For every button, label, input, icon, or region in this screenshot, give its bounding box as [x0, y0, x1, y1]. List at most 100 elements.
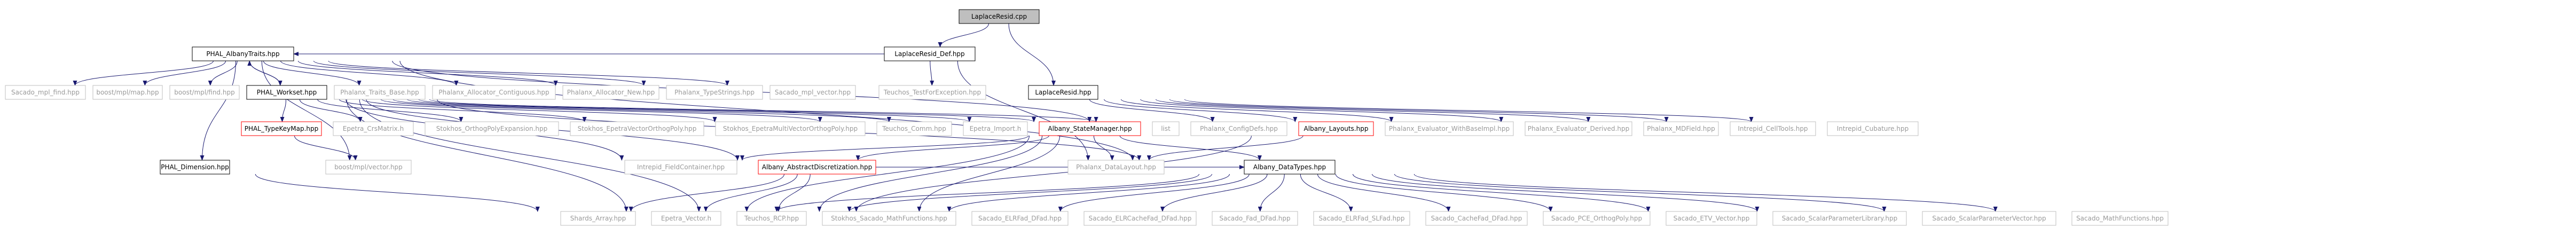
node-traits[interactable]: PHAL_AlbanyTraits.hpp — [192, 46, 294, 61]
edge-lap_hpp-to-phx_eval_derived — [1140, 99, 1503, 122]
node-box — [1190, 121, 1287, 136]
node-phx-configdefs: Phalanx_ConfigDefs.hpp — [1190, 121, 1287, 136]
node-phx-eval-base: Phalanx_Evaluator_WithBaseImpl.hpp — [1385, 121, 1514, 136]
edge-lap_cpp-to-lap_hpp — [1008, 23, 1056, 86]
node-epetra-vector: Epetra_Vector.h — [651, 211, 721, 226]
node-workset[interactable]: PHAL_Workset.hpp — [246, 85, 327, 100]
edge-datatypes-to-sacado_scalarvec — [1394, 174, 1887, 212]
edge-state-to-intrepid_fieldcontainer — [740, 135, 1029, 161]
node-label: Sacado_ScalarParameterLibrary.hpp — [1782, 215, 1897, 222]
node-label: PHAL_TypeKeyMap.hpp — [245, 125, 318, 132]
node-box — [1083, 211, 1197, 226]
edge-traits-to-sacado_mpl_vector — [328, 60, 729, 86]
edge-traits-to-phx_traits_base — [263, 60, 362, 86]
node-teuchos-comm: Teuchos_Comm.hpp — [876, 121, 952, 136]
node-label: Sacado_ETV_Vector.hpp — [1674, 215, 1750, 222]
edge-lap_def-to-phx_datalayout — [957, 60, 1090, 161]
node-label: LaplaceResid_Def.hpp — [894, 50, 964, 58]
edge-lap_hpp-to-layouts — [1104, 99, 1298, 122]
node-sacado-elrfad-dfad: Sacado_ELRFad_DFad.hpp — [971, 211, 1069, 226]
node-label: Phalanx_MDField.hpp — [1647, 125, 1715, 132]
edge-datatypes-to-teuchos_rcp — [847, 174, 1212, 212]
node-sacado-etv: Sacado_ETV_Vector.hpp — [1666, 211, 1757, 226]
node-box — [878, 85, 986, 100]
node-label: boost/mpl/map.hpp — [96, 89, 159, 96]
edge-traits-to-sacado_mpl_find — [73, 60, 214, 86]
edge-layouts-to-phx_datalayout — [1146, 135, 1303, 161]
node-boost-vector: boost/mpl/vector.hpp — [325, 160, 412, 175]
node-label: Phalanx_Allocator_New.hpp — [567, 89, 655, 96]
dependency-nodes: LaplaceResid.cppLaplaceResid_Def.hppLapl… — [5, 9, 2169, 226]
node-box — [562, 85, 659, 100]
node-dimension[interactable]: PHAL_Dimension.hpp — [160, 160, 230, 175]
edge-traits-to-phx_alloc_contig — [280, 60, 459, 86]
node-lap-cpp[interactable]: LaplaceResid.cpp — [959, 9, 1040, 24]
node-box — [334, 85, 426, 100]
edge-lap_hpp-to-phx_mdfield — [1156, 99, 1591, 122]
node-phx-eval-derived: Phalanx_Evaluator_Derived.hpp — [1525, 121, 1632, 136]
edge-lap_hpp-to-intrepid_cubature — [1184, 99, 1754, 122]
node-boost-find: boost/mpl/find.hpp — [169, 85, 240, 100]
node-box — [963, 121, 1028, 136]
edge-workset-to-list — [418, 99, 1036, 122]
node-box — [1244, 160, 1336, 175]
edge-abstract-to-shards — [629, 174, 784, 212]
node-label: Sacado_ELRFad_SLFad.hpp — [1319, 215, 1405, 222]
node-teuchos-test: Teuchos_TestForException.hpp — [878, 85, 986, 100]
edge-layouts-to-teuchos_rcp — [854, 135, 1252, 212]
edge-lap_cpp-to-lap_def — [938, 23, 989, 48]
node-box — [425, 121, 559, 136]
node-abstract[interactable]: Albany_AbstractDiscretization.hpp — [758, 160, 876, 175]
node-box — [1385, 121, 1514, 136]
node-shards: Shards_Array.hpp — [560, 211, 636, 226]
edge-traits-to-phx_typestrings — [313, 60, 646, 86]
node-boost-map: boost/mpl/map.hpp — [92, 85, 163, 100]
node-sacado-cachefad: Sacado_CacheFad_DFad.hpp — [1425, 211, 1528, 226]
node-stokhos-ortho: Stokhos_OrthogPolyExpansion.hpp — [425, 121, 559, 136]
node-layouts[interactable]: Albany_Layouts.hpp — [1298, 121, 1374, 136]
edge-datatypes-to-sacado_fad_dfad — [1258, 174, 1285, 212]
node-box — [1525, 121, 1632, 136]
node-label: Teuchos_Comm.hpp — [882, 125, 946, 132]
dependency-edges — [73, 23, 1998, 212]
edge-state-to-stokhos_mathfn — [917, 135, 1061, 212]
node-box — [769, 85, 856, 100]
node-label: Stokhos_EpetraVectorOrthogPoly.hpp — [578, 125, 697, 132]
node-label: Sacado_mpl_find.hpp — [11, 89, 80, 96]
node-intrepid-cubature: Intrepid_Cubature.hpp — [1827, 121, 1919, 136]
node-box — [1212, 211, 1298, 226]
node-phx-traits-base: Phalanx_Traits_Base.hpp — [334, 85, 426, 100]
node-stokhos-mathfn: Stokhos_Sacado_MathFunctions.hpp — [822, 211, 956, 226]
node-box — [1643, 121, 1719, 136]
node-epetra-import: Epetra_Import.h — [963, 121, 1028, 136]
node-box — [1028, 85, 1098, 100]
edge-lap_hpp-to-phx_configdefs — [1089, 99, 1215, 122]
node-datatypes[interactable]: Albany_DataTypes.hpp — [1244, 160, 1336, 175]
node-label: Albany_AbstractDiscretization.hpp — [762, 163, 872, 171]
node-box — [1298, 121, 1374, 136]
node-lap-hpp[interactable]: LaplaceResid.hpp — [1028, 85, 1098, 100]
node-sacado-elrfad-slfad: Sacado_ELRFad_SLFad.hpp — [1313, 211, 1410, 226]
node-box — [5, 85, 86, 100]
node-label: Albany_Layouts.hpp — [1304, 125, 1369, 132]
node-sacado-mpl-find: Sacado_mpl_find.hpp — [5, 85, 86, 100]
node-sacado-scalarlib: Sacado_ScalarParameterLibrary.hpp — [1772, 211, 1907, 226]
node-box — [1152, 121, 1180, 136]
node-state[interactable]: Albany_StateManager.hpp — [1039, 121, 1141, 136]
node-box — [1543, 211, 1651, 226]
node-label: Stokhos_Sacado_MathFunctions.hpp — [831, 215, 947, 222]
node-typekeymap[interactable]: PHAL_TypeKeyMap.hpp — [241, 121, 322, 136]
node-box — [876, 121, 952, 136]
edge-workset-to-stokhos_epetra_multi — [362, 99, 717, 122]
node-epetra-crsmatrix: Epetra_CrsMatrix.h — [333, 121, 414, 136]
node-lap-def[interactable]: LaplaceResid_Def.hpp — [884, 46, 976, 61]
edge-datatypes-to-sacado_mathfn — [1413, 174, 1998, 212]
edge-datatypes-to-sacado_elrcache — [1160, 174, 1268, 212]
node-label: Phalanx_Allocator_Contiguous.hpp — [438, 89, 549, 96]
edge-traits-to-boost_map — [143, 60, 226, 86]
edge-abstract-to-teuchos_rcp — [776, 174, 811, 212]
node-label: Shards_Array.hpp — [570, 215, 626, 222]
edge-lap_hpp-to-intrepid_celltools — [1169, 99, 1669, 122]
edge-state-to-epetra_vector — [744, 135, 1030, 212]
